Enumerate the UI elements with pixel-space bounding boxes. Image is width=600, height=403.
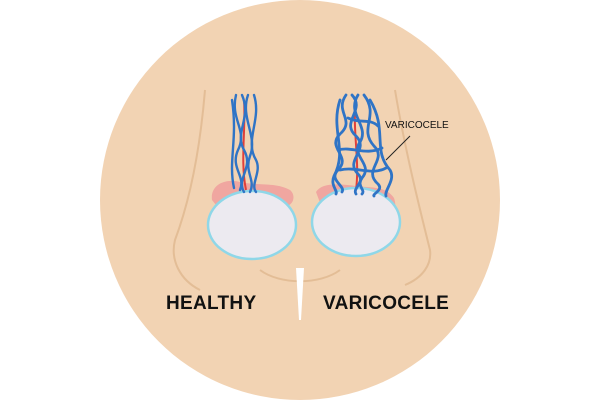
center-divider	[296, 268, 304, 320]
body-contour-right	[394, 89, 432, 286]
varicocele-veins	[331, 93, 394, 198]
callout-leader-line	[385, 135, 411, 161]
healthy-veins	[230, 93, 259, 194]
varicocele-testis	[310, 186, 402, 258]
healthy-testis-group	[206, 93, 298, 261]
varicocele-label: VARICOCELE	[323, 293, 450, 314]
healthy-testis	[206, 189, 298, 261]
healthy-label: HEALTHY	[166, 293, 257, 314]
varicocele-callout-label: VARICOCELE	[385, 120, 449, 131]
varicocele-testis-group	[310, 93, 411, 258]
body-contour-left	[172, 89, 206, 291]
background-circle	[100, 0, 500, 400]
